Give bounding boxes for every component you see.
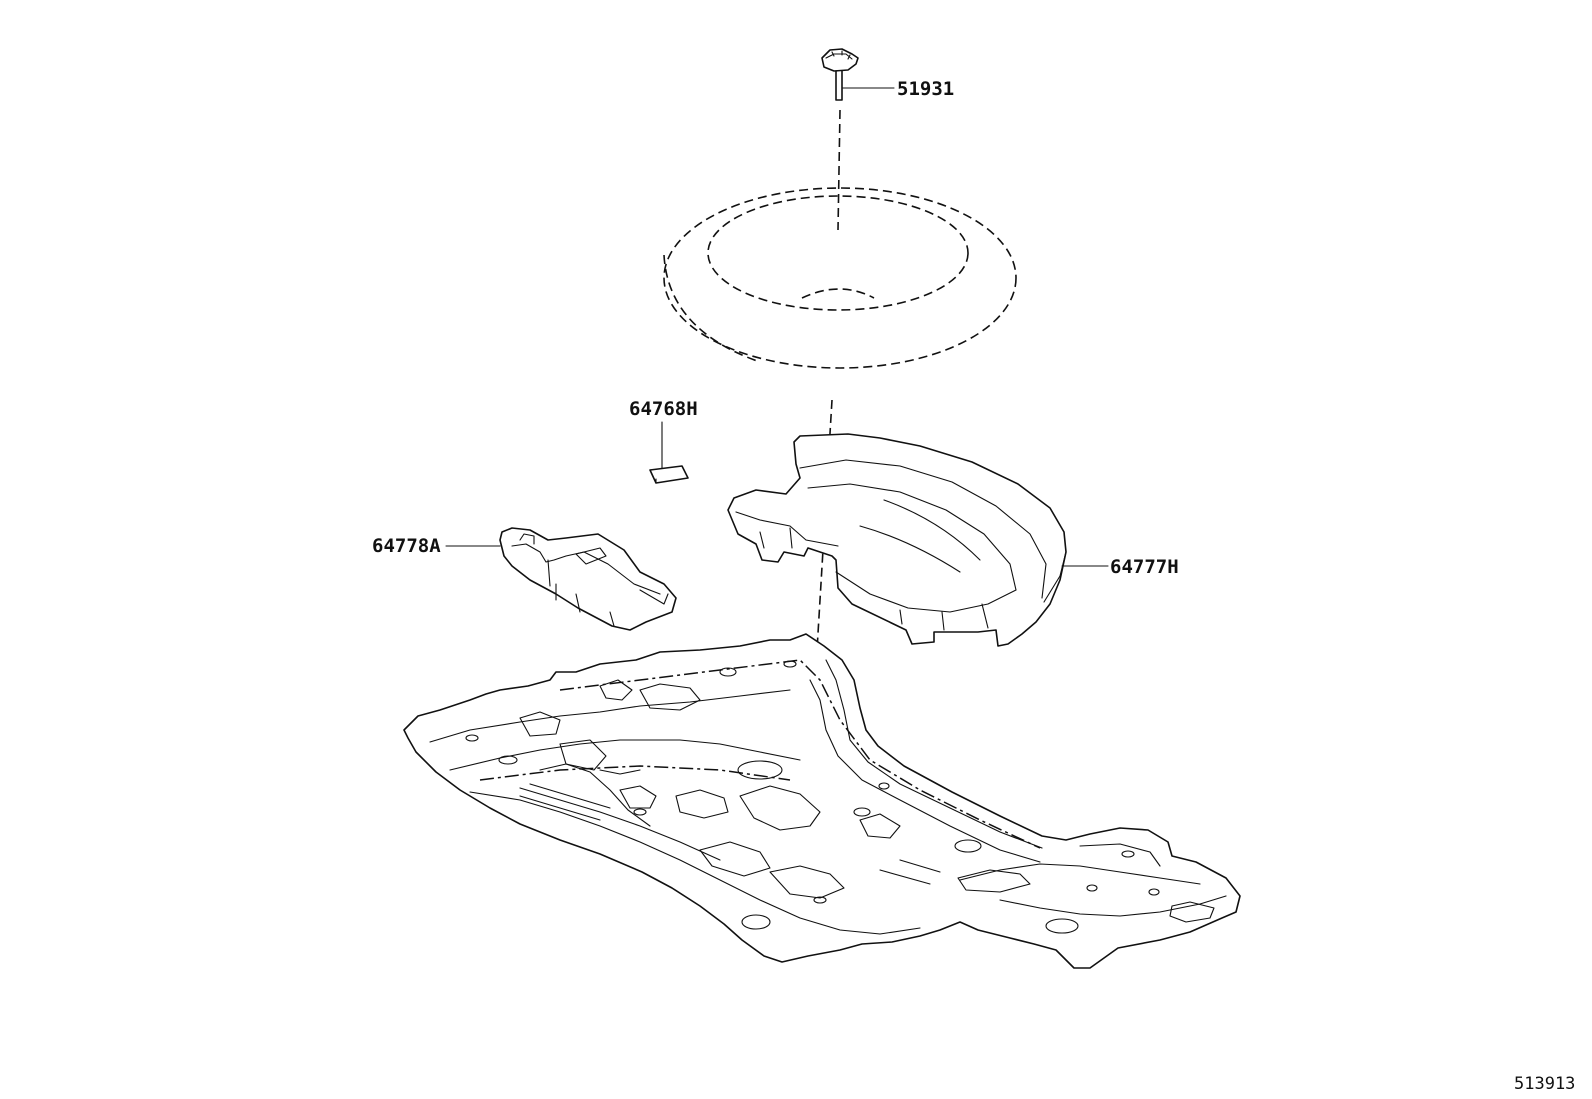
label-64768H: 64768H: [629, 398, 698, 420]
floor-pan: [403, 633, 1241, 969]
pad-64768H: [649, 465, 689, 484]
axis-line-bolt: [837, 109, 841, 231]
diagram-reference-number: 513913: [1514, 1074, 1575, 1094]
axis-line-center: [807, 399, 833, 801]
tire-tray-64777H: [727, 433, 1067, 647]
label-64778A: 64778A: [372, 535, 441, 557]
jack-holder-64778A: [499, 527, 677, 631]
label-64777H: 64777H: [1110, 556, 1179, 578]
spare-tire-clamp-bolt: [821, 48, 859, 101]
spare-tire: [663, 187, 1017, 369]
label-51931: 51931: [897, 78, 954, 100]
